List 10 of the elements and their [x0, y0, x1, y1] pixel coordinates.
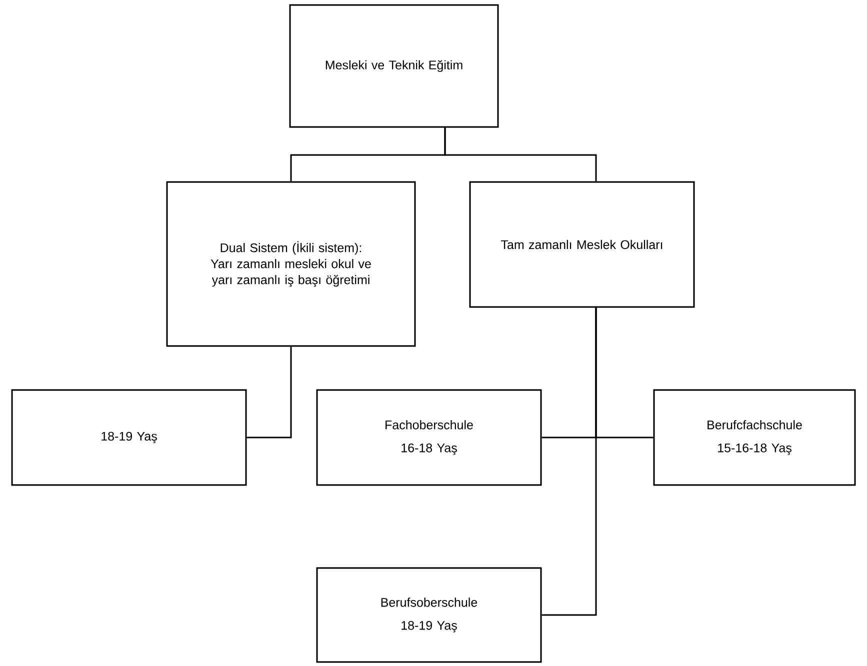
connector [542, 308, 597, 616]
box: 18-19 Yaş [11, 389, 247, 486]
box: Tam zamanlı Meslek Okulları [469, 181, 695, 308]
box: Dual Sistem (İkili sistem): Yarı zamanlı mesleki okul ve yarı zamanlı iş başı öğretimi [166, 181, 416, 347]
box: Berufcfachschule 15-16-18 Yaş [653, 389, 856, 486]
box: Fachoberschule 16-18 Yaş [316, 389, 542, 486]
connector [444, 128, 597, 182]
connector [246, 346, 292, 438]
box: Mesleki ve Teknik Eğitim [289, 4, 499, 128]
box: Berufsoberschule 18-19 Yaş [316, 567, 542, 663]
